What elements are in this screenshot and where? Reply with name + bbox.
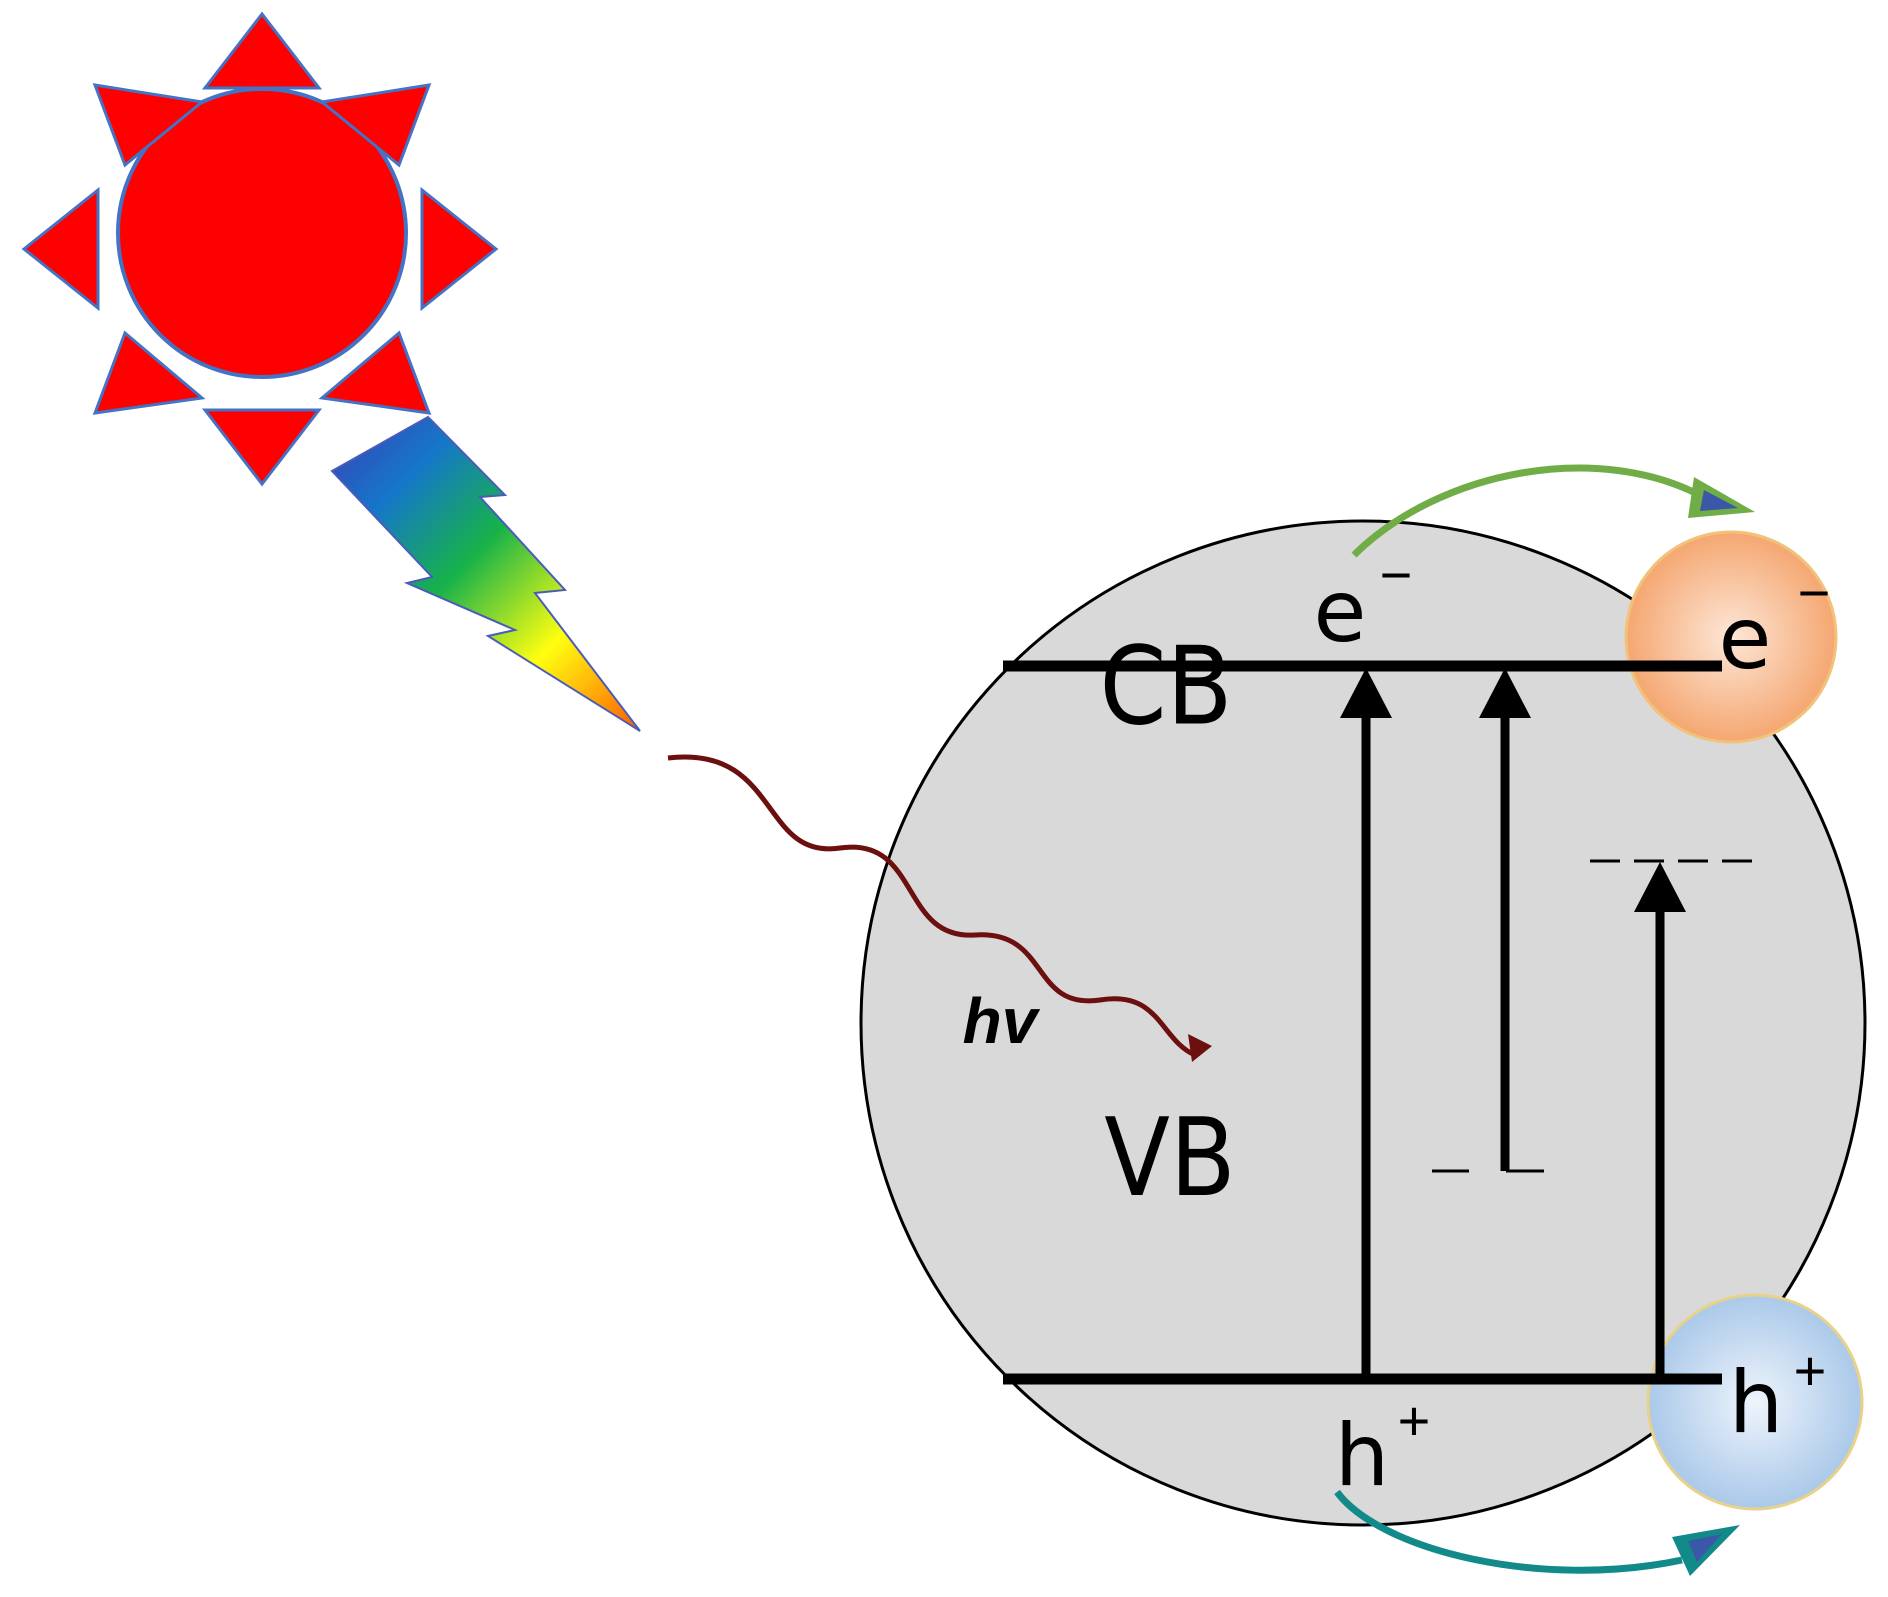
electron-sup-cb: − bbox=[1380, 543, 1413, 606]
electron-label-cb: e bbox=[1314, 562, 1367, 662]
excitation-arrow-vb-to-cb bbox=[1340, 668, 1392, 1379]
sun-rays bbox=[21, 11, 499, 487]
cb-label: CB bbox=[1100, 624, 1233, 750]
excitation-arrow-vb-to-trap bbox=[1634, 862, 1686, 1379]
vb-label: VB bbox=[1104, 1096, 1236, 1222]
hole-label-sphere: h bbox=[1729, 1353, 1784, 1453]
excitation-arrow-trap-to-cb bbox=[1479, 668, 1531, 1171]
hole-acceptor-sphere bbox=[1646, 1293, 1864, 1511]
electron-label-sphere: e bbox=[1719, 589, 1772, 689]
lightning-bolt-icon bbox=[330, 415, 641, 732]
hole-transfer-arrow bbox=[1334, 1489, 1740, 1576]
electron-acceptor-sphere bbox=[1624, 530, 1838, 744]
sun-icon bbox=[21, 11, 499, 487]
electron-sup-sphere: − bbox=[1798, 561, 1831, 624]
hole-sup-vb: + bbox=[1398, 1389, 1431, 1452]
hole-label-vb: h bbox=[1335, 1406, 1390, 1506]
hole-sup-sphere: + bbox=[1794, 1339, 1827, 1402]
electron-transfer-arrow bbox=[1351, 464, 1755, 558]
photon-wave-arrow bbox=[667, 754, 1212, 1062]
photon-energy-label: hv bbox=[963, 985, 1041, 1057]
